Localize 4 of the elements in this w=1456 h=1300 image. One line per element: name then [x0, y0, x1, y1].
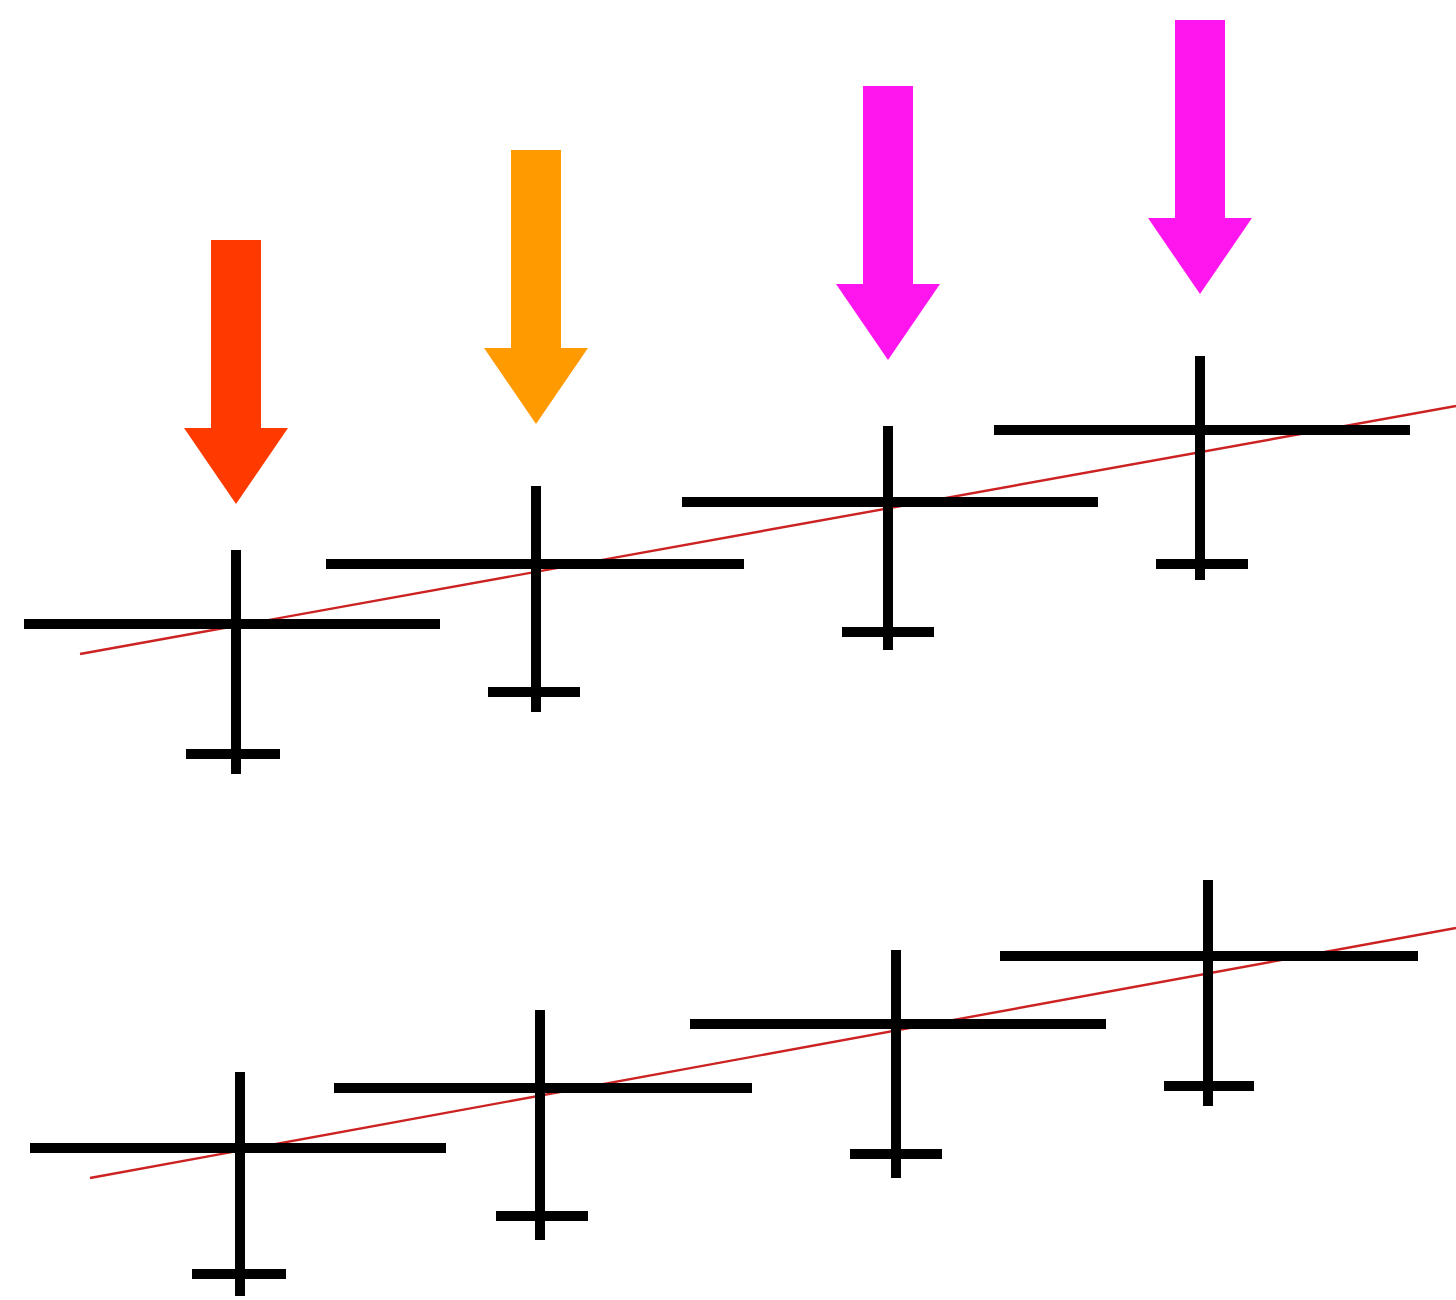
arrow: [1148, 20, 1252, 294]
arrow: [484, 150, 588, 424]
arrow: [184, 240, 288, 504]
arrow: [836, 86, 940, 360]
